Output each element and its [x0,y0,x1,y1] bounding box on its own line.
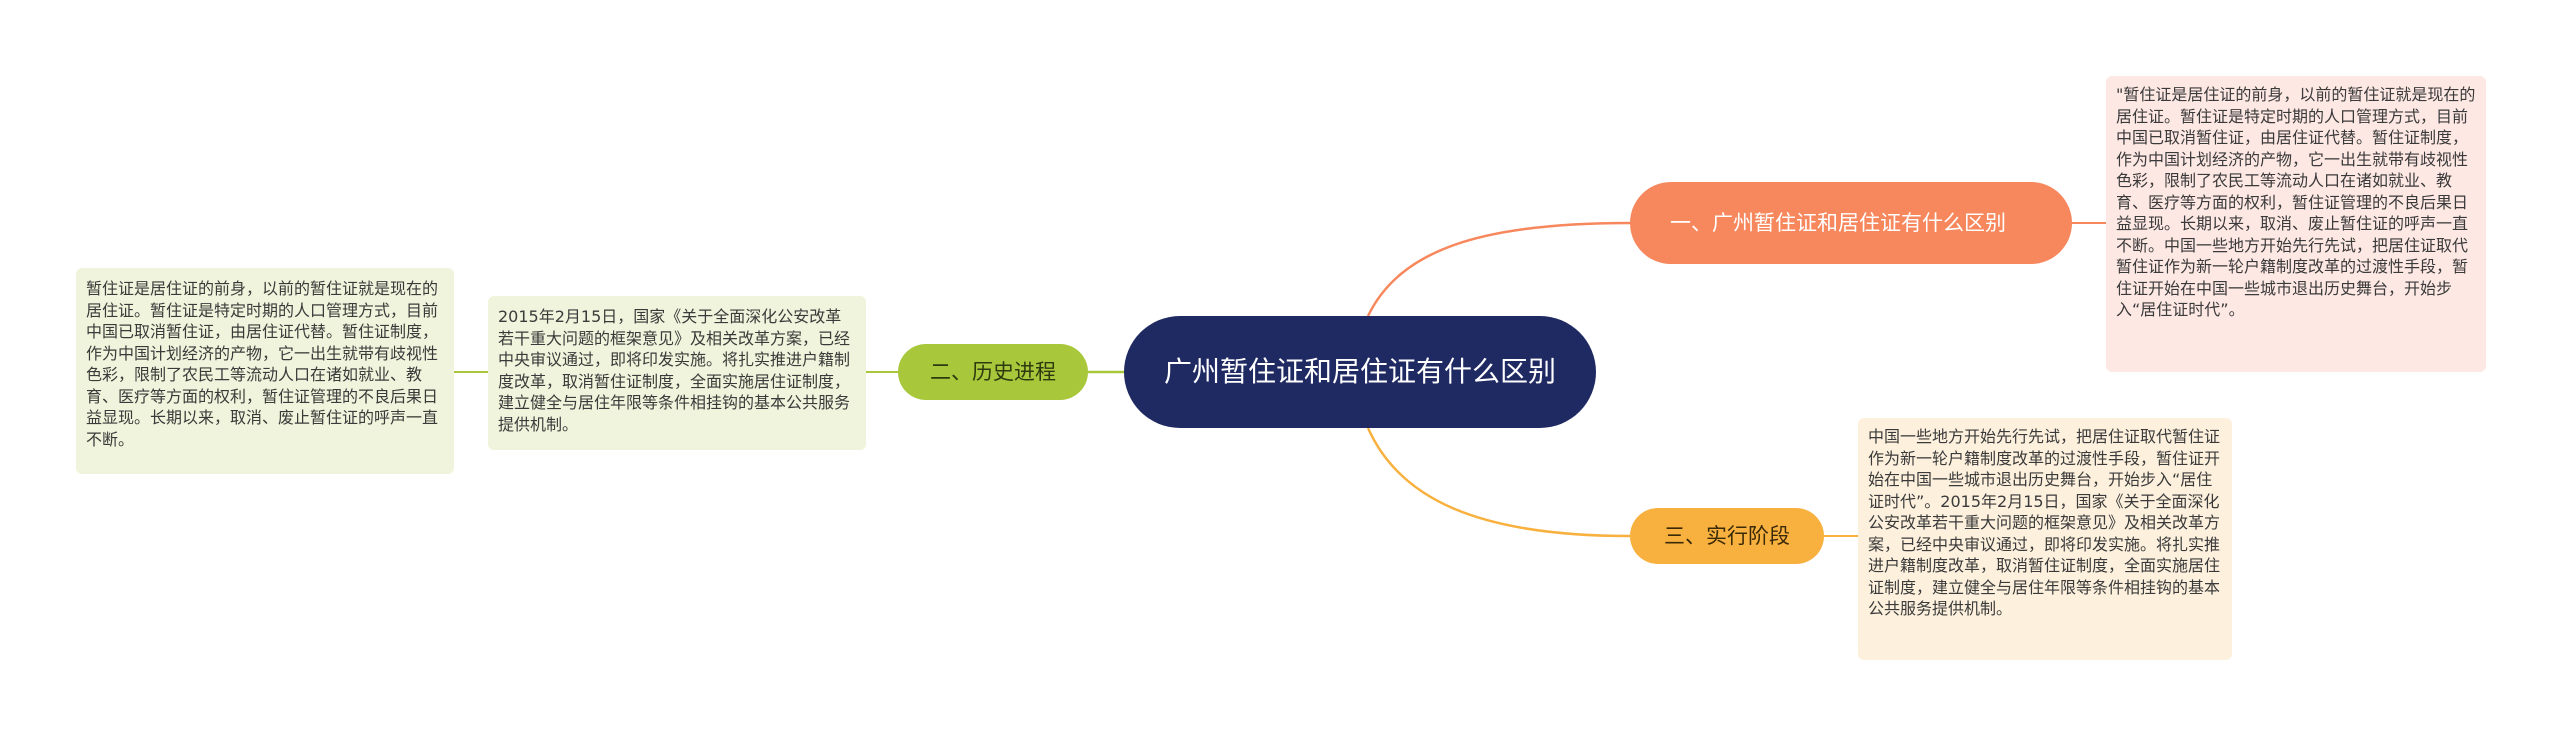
branch-topic-3[interactable]: 三、实行阶段 [1630,508,1824,564]
branch-topic-2-label: 二、历史进程 [930,360,1056,384]
branch-2-note: 2015年2月15日，国家《关于全面深化公安改革若干重大问题的框架意见》及相关改… [488,296,866,450]
connector-center-branch1 [1366,221,1631,317]
branch-3-note: 中国一些地方开始先行先试，把居住证取代暂住证作为新一轮户籍制度改革的过渡性手段，… [1858,418,2232,660]
connector-center-branch3 [1366,427,1631,538]
branch-1-note: "暂住证是居住证的前身，以前的暂住证就是现在的居住证。暂住证是特定时期的人口管理… [2106,76,2486,372]
central-topic-label: 广州暂住证和居住证有什么区别 [1164,355,1557,388]
branch-topic-2[interactable]: 二、历史进程 [898,344,1088,400]
branch-topic-1[interactable]: 一、广州暂住证和居住证有什么区别 [1630,182,2072,264]
branch-topic-1-label: 一、广州暂住证和居住证有什么区别 [1670,211,2006,235]
branch-2-subnote: 暂住证是居住证的前身，以前的暂住证就是现在的居住证。暂住证是特定时期的人口管理方… [76,268,454,474]
central-topic[interactable]: 广州暂住证和居住证有什么区别 [1124,316,1596,428]
branch-topic-3-label: 三、实行阶段 [1664,524,1790,548]
